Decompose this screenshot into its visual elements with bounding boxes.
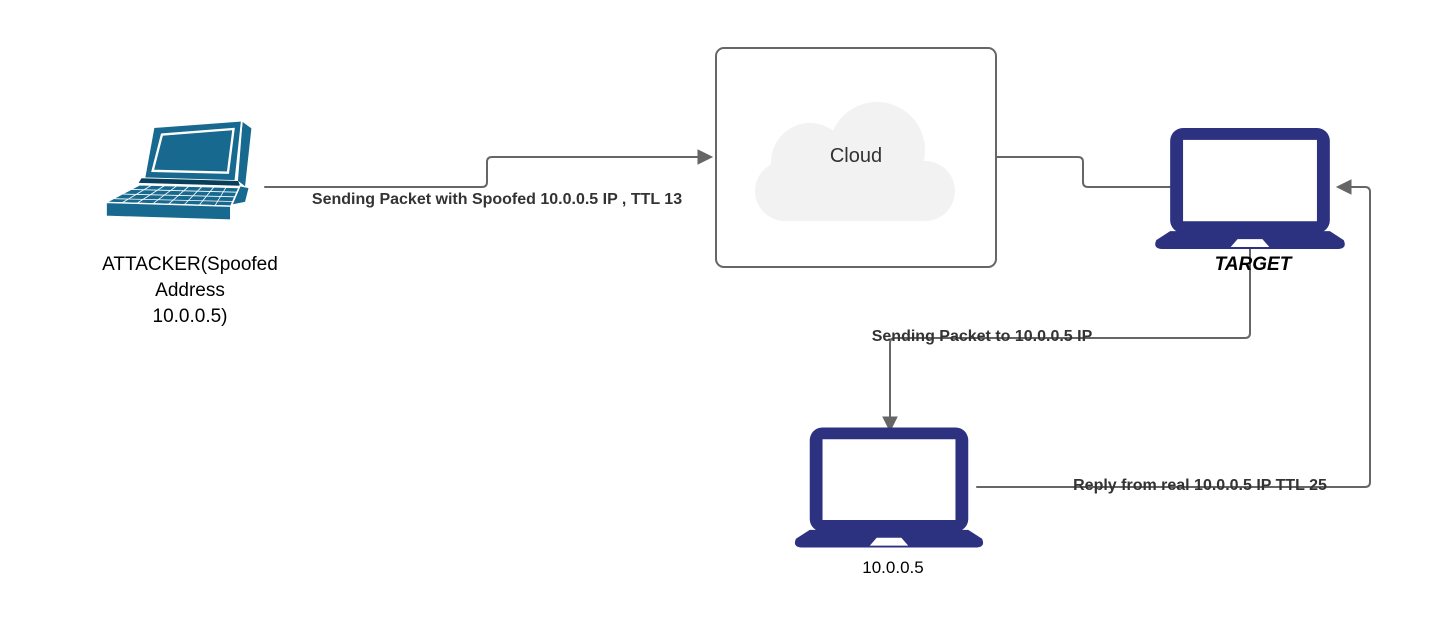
cloud-icon bbox=[755, 102, 955, 221]
edge-target-to-realhost bbox=[889, 247, 1251, 419]
attacker-label-line3: 10.0.0.5) bbox=[152, 306, 228, 327]
attacker-label: ATTACKER(Spoofed Address 10.0.0.5) bbox=[90, 252, 290, 330]
real-host-node bbox=[793, 427, 985, 548]
attacker-node bbox=[95, 114, 267, 236]
arrowhead-right-icon bbox=[697, 149, 714, 165]
target-laptop-icon bbox=[1155, 128, 1345, 249]
edge-label-spoofed-packet: Sending Packet with Spoofed 10.0.0.5 IP … bbox=[311, 191, 683, 208]
edge-attacker-to-cloud bbox=[264, 156, 700, 188]
cloud-node: Cloud bbox=[715, 47, 997, 268]
edge-label-forward-packet: Sending Packet to 10.0.0.5 IP bbox=[871, 328, 1093, 345]
attacker-label-line1: ATTACKER(Spoofed bbox=[102, 254, 278, 275]
target-node bbox=[1153, 128, 1347, 249]
arrowhead-left-icon bbox=[1335, 179, 1352, 195]
edge-realhost-to-target bbox=[976, 186, 1371, 488]
real-host-label: 10.0.0.5 bbox=[862, 558, 924, 577]
edge-cloud-to-target bbox=[992, 156, 1171, 188]
cloud-label: Cloud bbox=[829, 145, 883, 167]
attacker-label-line2: Address bbox=[155, 280, 225, 301]
edge-label-reply-packet: Reply from real 10.0.0.5 IP TTL 25 bbox=[1073, 477, 1327, 494]
attacker-laptop-icon bbox=[103, 119, 253, 221]
arrowhead-down-icon bbox=[882, 416, 898, 433]
target-label: TARGET bbox=[1214, 254, 1292, 275]
real-host-laptop-icon bbox=[794, 427, 984, 548]
